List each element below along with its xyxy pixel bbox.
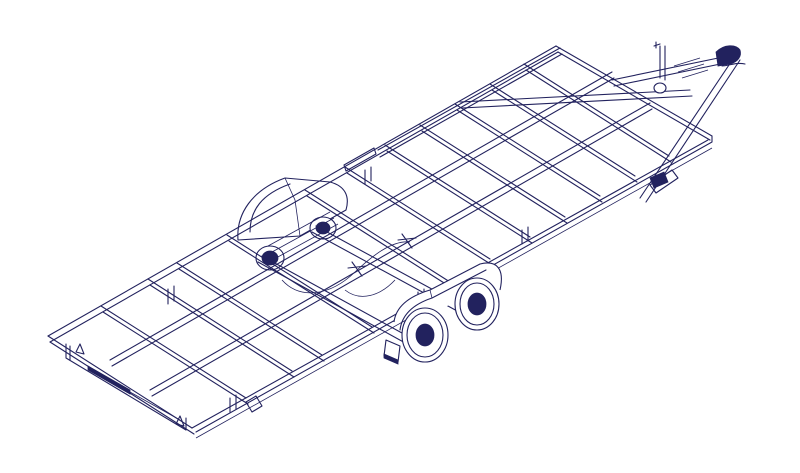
outrigger-rails [167,47,693,413]
mud-flap [383,339,401,365]
rear-bumper [65,343,263,431]
coupler-and-jack [653,41,746,94]
tongue [611,55,741,203]
frame-perimeter [47,45,713,439]
main-beams [109,71,653,397]
near-wheels [401,277,500,363]
